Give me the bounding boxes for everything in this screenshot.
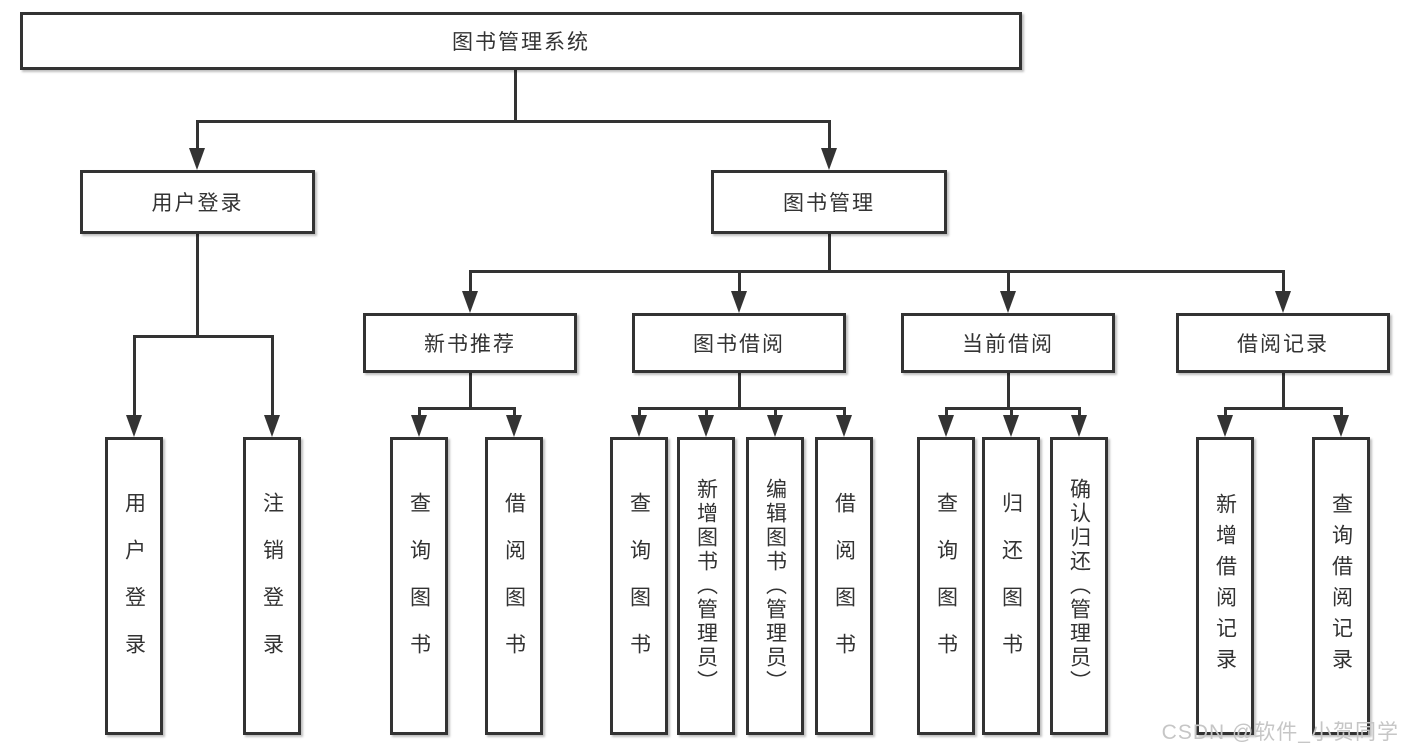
leaf-add-book-admin: 新增图书（管理员） bbox=[677, 437, 735, 735]
connector-line bbox=[705, 407, 708, 417]
connector-line bbox=[418, 407, 421, 417]
leaf-confirm-return-admin-label: 确认归还（管理员） bbox=[1067, 478, 1091, 694]
node-current-borrow: 当前借阅 bbox=[901, 313, 1115, 373]
leaf-borrow-query-book: 查询图书 bbox=[610, 437, 668, 735]
connector-line bbox=[469, 270, 1285, 273]
arrowhead-down-icon bbox=[938, 415, 954, 437]
connector-line bbox=[196, 234, 199, 337]
leaf-query-borrow-record: 查询借阅记录 bbox=[1312, 437, 1370, 735]
leaf-recommend-query-book: 查询图书 bbox=[390, 437, 448, 735]
leaf-user-login: 用户登录 bbox=[105, 437, 163, 735]
leaf-borrow-book-label: 借阅图书 bbox=[832, 492, 856, 680]
arrowhead-down-icon bbox=[1217, 415, 1233, 437]
connector-line bbox=[196, 120, 199, 150]
connector-line bbox=[469, 373, 472, 409]
connector-line bbox=[945, 407, 1081, 410]
node-borrow-records: 借阅记录 bbox=[1176, 313, 1390, 373]
leaf-logout: 注销登录 bbox=[243, 437, 301, 735]
csdn-watermark: CSDN @软件_小贺同学 bbox=[1161, 721, 1399, 744]
leaf-recommend-query-book-label: 查询图书 bbox=[407, 492, 431, 680]
connector-line bbox=[469, 270, 472, 293]
connector-line bbox=[514, 70, 517, 122]
leaf-recommend-borrow-book-label: 借阅图书 bbox=[502, 492, 526, 680]
connector-line bbox=[738, 373, 741, 409]
connector-line bbox=[513, 407, 516, 417]
connector-line bbox=[1007, 373, 1010, 409]
connector-line bbox=[1224, 407, 1343, 410]
arrowhead-down-icon bbox=[767, 415, 783, 437]
connector-line bbox=[1078, 407, 1081, 417]
arrowhead-down-icon bbox=[1071, 415, 1087, 437]
arrowhead-down-icon bbox=[821, 148, 837, 170]
connector-line bbox=[271, 335, 274, 417]
connector-line bbox=[774, 407, 777, 417]
arrowhead-down-icon bbox=[836, 415, 852, 437]
arrowhead-down-icon bbox=[1003, 415, 1019, 437]
connector-line bbox=[1007, 270, 1010, 293]
leaf-current-query-book: 查询图书 bbox=[917, 437, 975, 735]
node-root: 图书管理系统 bbox=[20, 12, 1022, 70]
node-book-management-label: 图书管理 bbox=[783, 192, 875, 215]
connector-line bbox=[945, 407, 948, 417]
arrowhead-down-icon bbox=[1000, 291, 1016, 313]
leaf-borrow-query-book-label: 查询图书 bbox=[627, 492, 651, 680]
connector-line bbox=[1282, 270, 1285, 293]
arrowhead-down-icon bbox=[411, 415, 427, 437]
leaf-borrow-book: 借阅图书 bbox=[815, 437, 873, 735]
node-book-borrow: 图书借阅 bbox=[632, 313, 846, 373]
connector-line bbox=[828, 234, 831, 272]
leaf-recommend-borrow-book: 借阅图书 bbox=[485, 437, 543, 735]
connector-line bbox=[1010, 407, 1013, 417]
arrowhead-down-icon bbox=[1333, 415, 1349, 437]
connector-line bbox=[828, 120, 831, 150]
connector-line bbox=[738, 270, 741, 293]
leaf-return-book-label: 归还图书 bbox=[999, 492, 1023, 680]
node-borrow-records-label: 借阅记录 bbox=[1237, 333, 1329, 356]
node-root-label: 图书管理系统 bbox=[452, 31, 590, 54]
node-user-login-label: 用户登录 bbox=[151, 192, 244, 215]
arrowhead-down-icon bbox=[506, 415, 522, 437]
arrowhead-down-icon bbox=[462, 291, 478, 313]
leaf-user-login-label: 用户登录 bbox=[122, 492, 146, 680]
arrowhead-down-icon bbox=[698, 415, 714, 437]
connector-line bbox=[418, 407, 516, 410]
arrowhead-down-icon bbox=[126, 415, 142, 437]
node-book-management: 图书管理 bbox=[711, 170, 947, 234]
leaf-add-book-admin-label: 新增图书（管理员） bbox=[694, 478, 718, 694]
node-current-borrow-label: 当前借阅 bbox=[962, 333, 1054, 356]
node-new-book-recommend-label: 新书推荐 bbox=[424, 333, 516, 356]
node-user-login: 用户登录 bbox=[80, 170, 315, 234]
leaf-current-query-book-label: 查询图书 bbox=[934, 492, 958, 680]
arrowhead-down-icon bbox=[189, 148, 205, 170]
connector-line bbox=[1224, 407, 1227, 417]
connector-line bbox=[196, 120, 831, 123]
connector-line bbox=[133, 335, 274, 338]
node-book-borrow-label: 图书借阅 bbox=[693, 333, 785, 356]
arrowhead-down-icon bbox=[1275, 291, 1291, 313]
connector-line bbox=[133, 335, 136, 417]
leaf-edit-book-admin: 编辑图书（管理员） bbox=[746, 437, 804, 735]
leaf-logout-label: 注销登录 bbox=[260, 492, 284, 680]
arrowhead-down-icon bbox=[731, 291, 747, 313]
arrowhead-down-icon bbox=[631, 415, 647, 437]
leaf-return-book: 归还图书 bbox=[982, 437, 1040, 735]
connector-line bbox=[638, 407, 846, 410]
leaf-confirm-return-admin: 确认归还（管理员） bbox=[1050, 437, 1108, 735]
arrowhead-down-icon bbox=[264, 415, 280, 437]
connector-line bbox=[1340, 407, 1343, 417]
leaf-query-borrow-record-label: 查询借阅记录 bbox=[1329, 493, 1353, 679]
connector-line bbox=[1282, 373, 1285, 409]
connector-line bbox=[843, 407, 846, 417]
node-new-book-recommend: 新书推荐 bbox=[363, 313, 577, 373]
leaf-add-borrow-record: 新增借阅记录 bbox=[1196, 437, 1254, 735]
leaf-edit-book-admin-label: 编辑图书（管理员） bbox=[763, 478, 787, 694]
connector-line bbox=[638, 407, 641, 417]
leaf-add-borrow-record-label: 新增借阅记录 bbox=[1213, 493, 1237, 679]
